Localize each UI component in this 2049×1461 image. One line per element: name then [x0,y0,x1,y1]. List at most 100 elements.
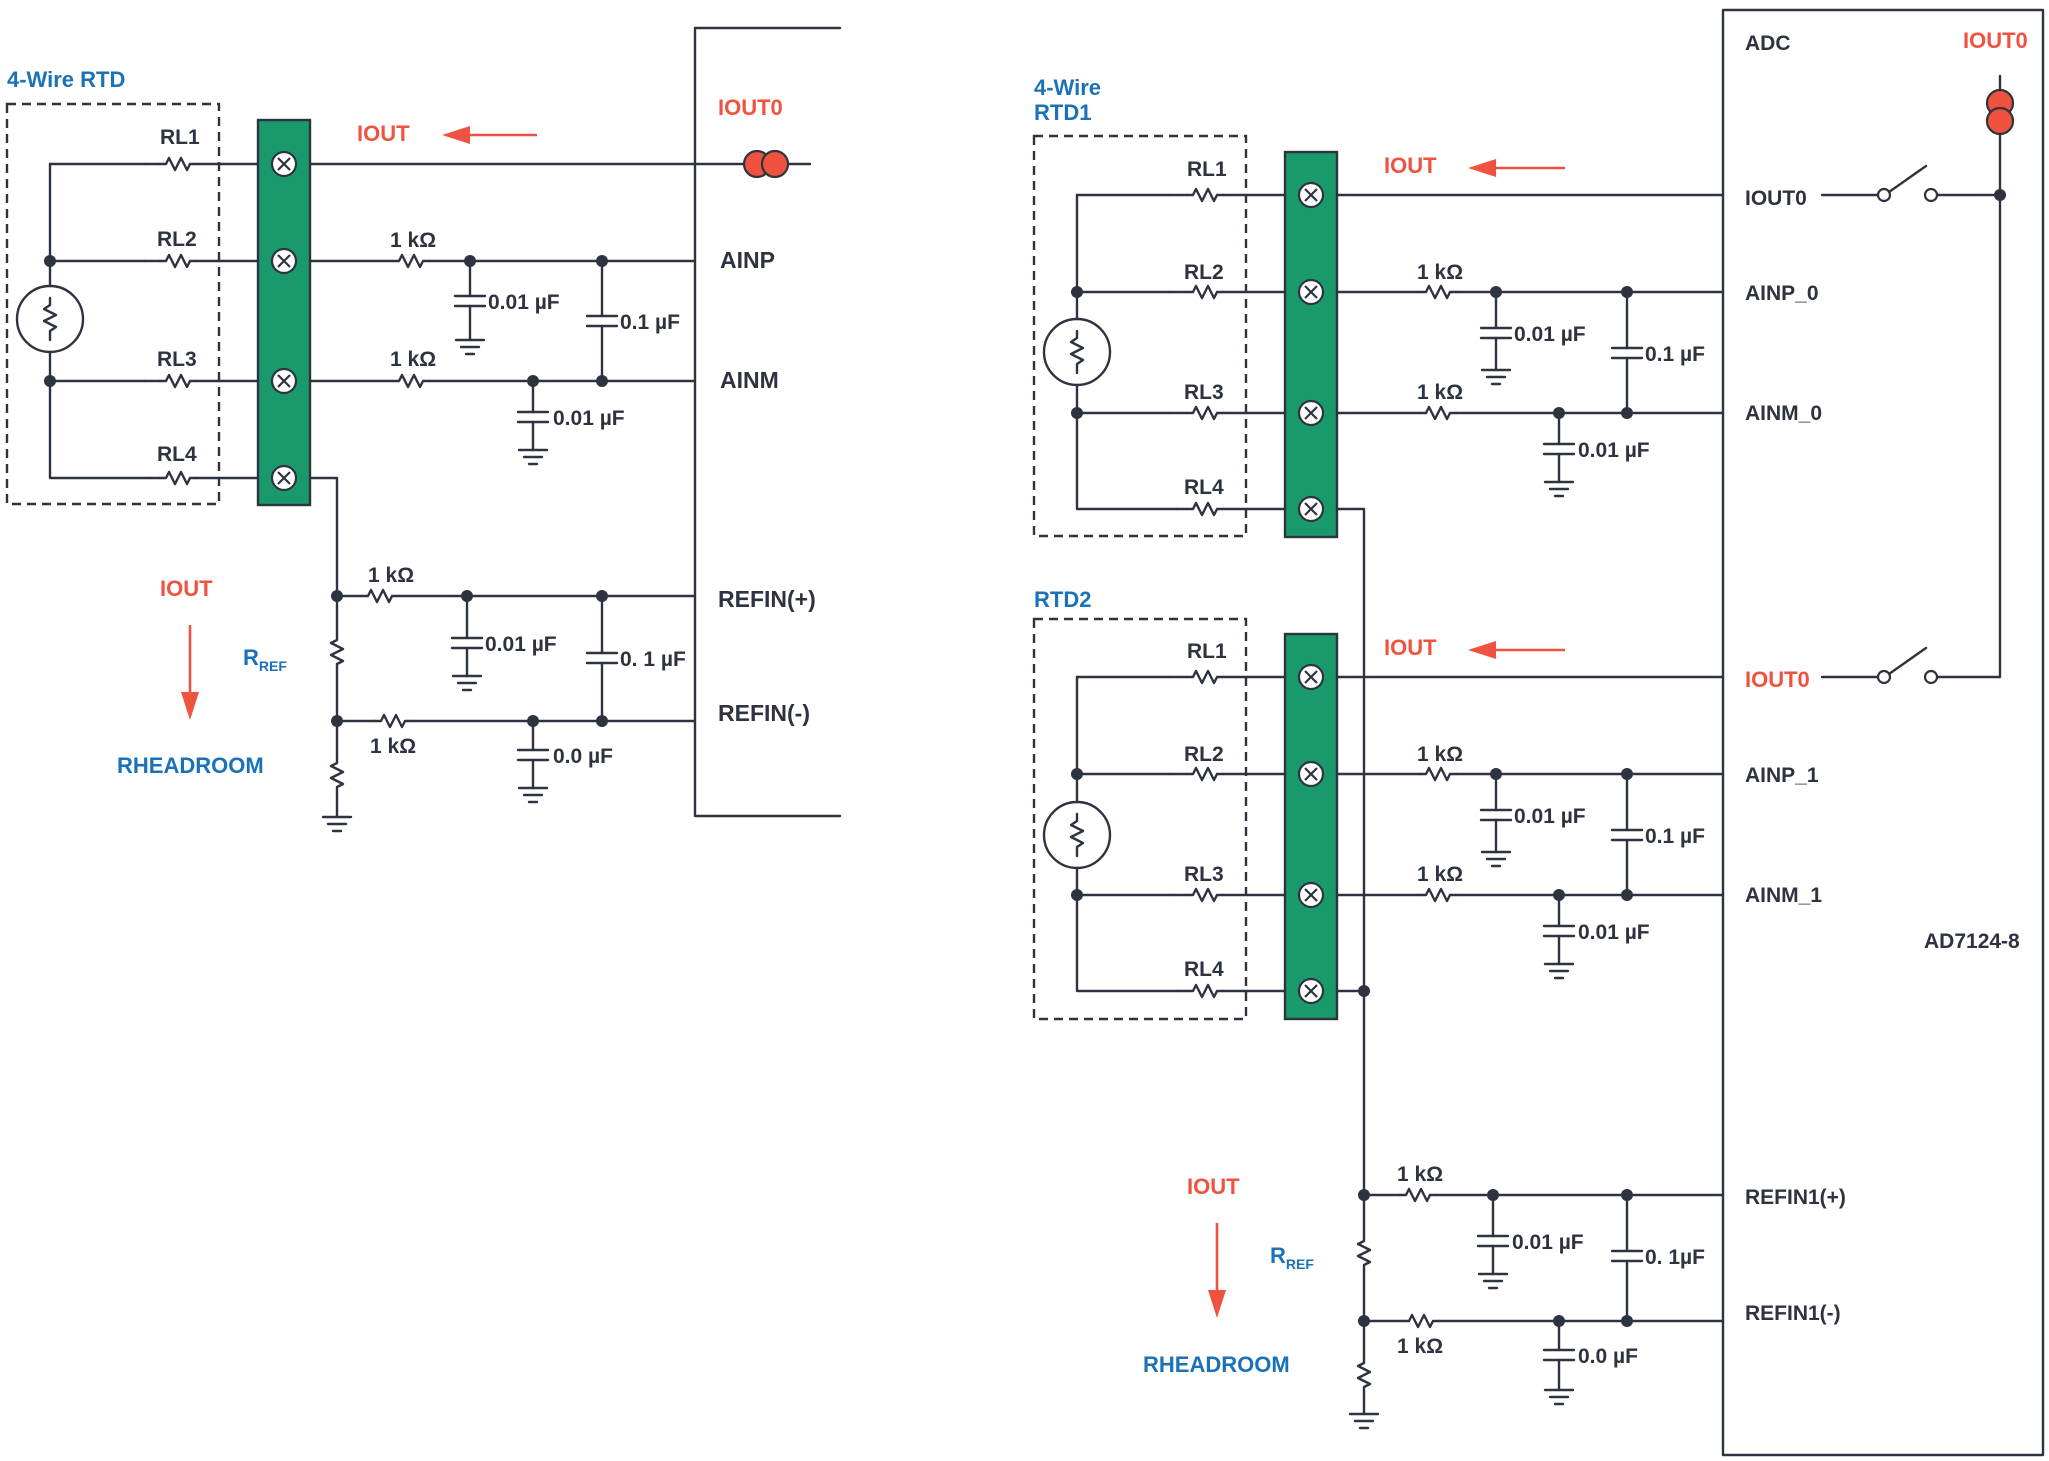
left-rref [329,632,345,672]
right-circuit: ADC IOUT0 AD7124-8 4-Wire RTD1 [1032,8,2045,1457]
left-cap-refn-label: 0.0 µF [553,745,613,768]
right-rtd1-terminal-4 [1297,495,1325,523]
left-circuit: 4-Wire RTD RL1 RL2 RL3 RL4 IO [5,26,842,833]
left-cap-refn [516,748,550,762]
left-res-refp [360,588,400,604]
right-rtd1-title-1: 4-Wire [1034,75,1101,100]
right-cap-ainm0-label: 0.01 µF [1578,439,1650,462]
right-rtd2-terminal-1 [1297,663,1325,691]
left-res-ainm-label: 1 kΩ [390,348,436,371]
left-ainp-label: AINP [720,247,775,273]
right-rtd1-box [1032,134,1248,538]
right-rtd1-terminal-block [1283,150,1339,539]
left-terminal-4 [270,464,298,492]
right-cap-refp-label: 0.01 µF [1512,1231,1584,1254]
left-rref-label: RREF [243,645,287,674]
right-iout-down-label: IOUT [1187,1174,1240,1199]
left-res-ainp-label: 1 kΩ [390,229,436,252]
left-cap-ainm-label: 0.01 µF [553,407,625,430]
right-res-refn-label: 1 kΩ [1397,1335,1443,1358]
left-terminal-2 [270,247,298,275]
right-pin-refin1-pos: REFIN1(+) [1745,1186,1846,1209]
left-iout-arrow [442,126,537,144]
left-rheadroom-res [329,755,345,795]
right-gnd-refp [1477,1272,1509,1290]
left-res-refn [373,713,413,729]
left-cap-ref-diff-label: 0. 1 µF [620,648,686,671]
right-rheadroom-label: RHEADROOM [1143,1352,1290,1377]
right-cap-ainp0 [1479,326,1513,340]
right-cap-refn [1542,1348,1576,1362]
right-res-ainm1 [1418,887,1458,903]
left-rl4-label: RL4 [157,443,197,466]
right-gnd-ainp0 [1480,368,1512,386]
left-cap-diff-label: 0.1 µF [620,311,680,334]
left-terminal-3 [270,367,298,395]
left-res-refn-label: 1 kΩ [370,735,416,758]
right-cap-ainp1 [1479,808,1513,822]
right-rtd2-terminal-block [1283,632,1339,1021]
right-rtd1-rl1 [1185,187,1225,203]
right-cap-ainp1-label: 0.01 µF [1514,805,1586,828]
right-res-refp [1398,1187,1438,1203]
left-cap-refp [450,636,484,650]
left-current-source [742,149,790,179]
left-terminal-block [256,118,312,507]
right-rtd2-terminal-2 [1297,760,1325,788]
right-pin-ainp1: AINP_1 [1745,764,1819,787]
left-refin-pos-label: REFIN(+) [718,586,816,612]
right-adc-label: ADC [1745,32,1791,55]
right-gnd-ainm1 [1543,962,1575,980]
left-gnd-refn [517,786,549,804]
right-rtd2-rl2 [1185,766,1225,782]
left-rl1-label: RL1 [160,126,200,149]
left-rheadroom-label: RHEADROOM [117,753,264,778]
left-adc-box [693,26,842,818]
left-rl3 [158,373,198,389]
right-rtd2-rl2-label: RL2 [1184,743,1224,766]
left-iout-arrow-label: IOUT [357,121,410,146]
right-rtd2-rl4-label: RL4 [1184,958,1224,981]
right-res-ainm0 [1418,405,1458,421]
left-ainm-label: AINM [720,367,779,393]
right-cap-diff1 [1610,828,1644,842]
right-rtd1-rl4-label: RL4 [1184,476,1224,499]
right-rtd2-rl1-label: RL1 [1187,640,1227,663]
right-rtd2-rl1 [1185,669,1225,685]
right-rtd2-terminal-3 [1297,881,1325,909]
right-cap-ref-diff-label: 0. 1µF [1645,1246,1705,1269]
right-iout-arrow-1 [1468,159,1565,177]
left-rtd-title: 4-Wire RTD [7,67,125,92]
left-rtd-sensor [15,284,85,354]
right-iout-arrow-1-label: IOUT [1384,153,1437,178]
right-rref [1356,1233,1372,1273]
left-rl3-label: RL3 [157,348,197,371]
right-adc-box [1721,8,2045,1457]
right-pin-refin1-neg: REFIN1(-) [1745,1302,1841,1325]
right-rtd1-rl3 [1185,405,1225,421]
left-cap-ainp-label: 0.01 µF [488,291,560,314]
right-rref-label: RREF [1270,1243,1314,1272]
right-gnd-ainm0 [1543,480,1575,498]
right-switch-2 [1820,646,1939,685]
right-iout-arrow-2 [1468,641,1565,659]
left-res-ainm [391,373,431,389]
right-cap-ainm1-label: 0.01 µF [1578,921,1650,944]
right-rtd2-rl4 [1185,983,1225,999]
right-gnd-headroom [1348,1412,1380,1430]
left-gnd-ainm [517,448,549,466]
left-rl2 [158,253,198,269]
left-terminal-1 [270,150,298,178]
left-cap-ainp [453,294,487,308]
right-rtd1-rl2 [1185,284,1225,300]
left-gnd-refp [451,674,483,692]
right-pin-ainm0: AINM_0 [1745,402,1822,425]
right-rtd1-sensor [1042,317,1112,387]
left-iout-down-label: IOUT [160,576,213,601]
right-cap-diff1-label: 0.1 µF [1645,825,1705,848]
right-gnd-refn [1543,1388,1575,1406]
left-cap-ainm [516,410,550,424]
left-res-refp-label: 1 kΩ [368,564,414,587]
right-rtd2-sensor [1042,800,1112,870]
right-cap-ainm0 [1542,442,1576,456]
